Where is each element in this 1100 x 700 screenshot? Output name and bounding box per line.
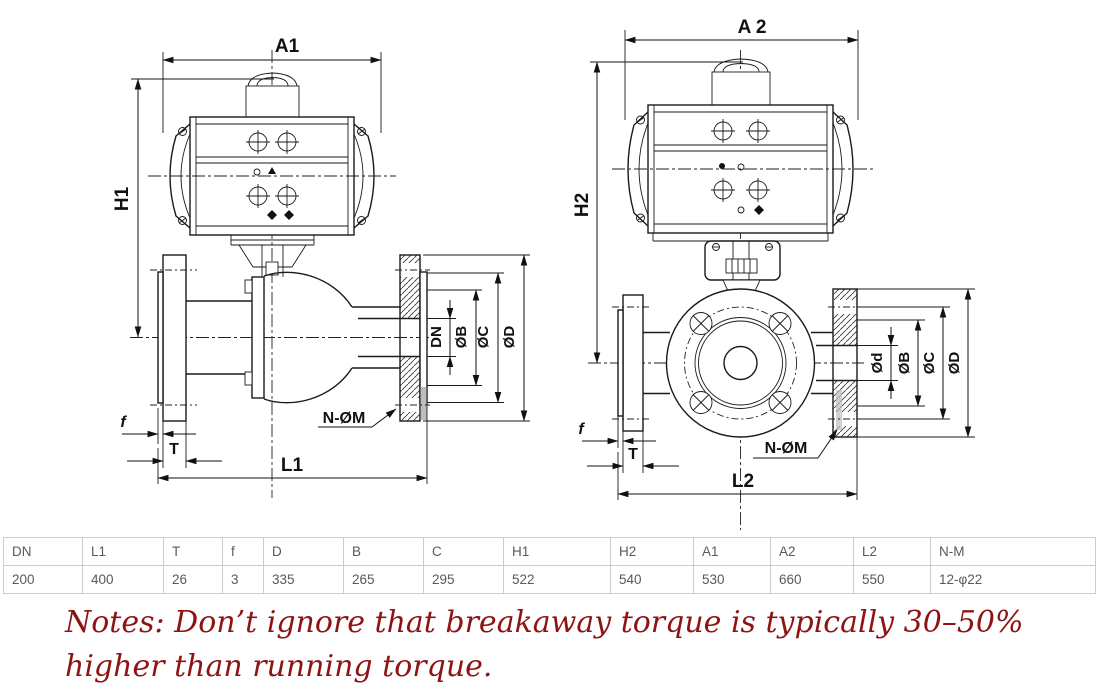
d-small-label: Ød <box>869 353 886 374</box>
table-header-row: DN L1 T f D B C H1 H2 A1 A2 L2 N-M <box>3 537 1096 566</box>
pinion-housing <box>245 85 300 118</box>
bolt-holes <box>689 312 792 414</box>
right-flange-section <box>828 288 862 438</box>
right-diameter-dims: Ød ØB ØC ØD <box>857 288 975 438</box>
header-cell: B <box>343 537 424 566</box>
flange-outer-circle <box>665 288 816 438</box>
header-cell: H1 <box>503 537 611 566</box>
dim-a1: A1 <box>162 36 382 133</box>
dn-label: DN <box>428 326 445 348</box>
left-bottom-dims: f T L1 <box>120 403 428 484</box>
right-bracket-stem <box>652 233 829 292</box>
bolt-circle <box>684 306 797 420</box>
value-cell: 550 <box>853 565 931 594</box>
dim-a2: A 2 <box>624 17 859 120</box>
right-bottom-dims: f T L2 <box>578 416 858 500</box>
header-cell: D <box>263 537 344 566</box>
b-dia-label: ØB <box>453 326 470 349</box>
h1-label: H1 <box>112 186 133 211</box>
c-dia-label: ØC <box>921 352 938 375</box>
right-flange-section <box>395 254 430 422</box>
notes-line: Notes: Don’t ignore that breakaway torqu… <box>65 605 1024 640</box>
f-label: f <box>120 414 127 431</box>
value-cell: 265 <box>343 565 424 594</box>
notes-line: higher than running torque. <box>65 649 493 684</box>
left-actuator <box>148 72 396 236</box>
valve-technical-drawing: A1 H1 <box>112 17 975 545</box>
t-label: T <box>628 446 638 463</box>
right-valve-body <box>612 288 862 438</box>
left-bolt-holes-callout: N-ØM <box>318 408 397 428</box>
d-dia-label: ØD <box>501 326 518 349</box>
left-flange <box>162 254 187 422</box>
header-cell: L1 <box>82 537 164 566</box>
value-cell: 660 <box>770 565 854 594</box>
dim-h1: H1 <box>112 78 274 338</box>
header-cell: f <box>222 537 264 566</box>
left-valve-body <box>150 254 430 422</box>
b-dia-label: ØB <box>896 352 913 375</box>
port-screws <box>711 119 770 202</box>
value-cell: 400 <box>82 565 164 594</box>
actuator-top-dome <box>247 72 298 87</box>
right-bolt-holes-callout: N-ØM <box>753 429 838 459</box>
c-dia-label: ØC <box>475 326 492 349</box>
value-cell: 522 <box>503 565 611 594</box>
l2-label: L2 <box>732 471 754 492</box>
a2-label: A 2 <box>738 17 767 38</box>
cap-screws <box>636 115 845 223</box>
header-cell: T <box>163 537 223 566</box>
h2-label: H2 <box>572 193 593 217</box>
notes: Notes: Don’t ignore that breakaway torqu… <box>65 601 1075 689</box>
body-top-contour <box>263 271 353 308</box>
stem-nut <box>725 258 758 274</box>
n-m-label: N-ØM <box>765 440 808 457</box>
left-bracket-stem <box>230 235 315 277</box>
left-flange-edge <box>622 294 644 432</box>
header-cell: A1 <box>693 537 771 566</box>
l1-label: L1 <box>281 455 304 476</box>
pinion-housing <box>711 71 771 106</box>
d-dia-label: ØD <box>946 352 963 375</box>
left-diameter-dims: DN ØB ØC ØD <box>423 254 530 422</box>
a1-label: A1 <box>275 36 300 57</box>
header-cell: L2 <box>853 537 931 566</box>
table-value-row: 200 400 26 3 335 265 295 522 540 530 660… <box>3 565 1096 594</box>
n-m-label: N-ØM <box>323 410 366 427</box>
cap-screws <box>178 127 366 225</box>
left-view: A1 H1 <box>112 36 530 498</box>
header-cell: H2 <box>610 537 694 566</box>
header-cell: A2 <box>770 537 854 566</box>
right-actuator <box>612 58 876 234</box>
header-cell: DN <box>3 537 83 566</box>
value-cell: 200 <box>3 565 83 594</box>
bore-circle <box>723 345 758 381</box>
t-label: T <box>169 441 179 458</box>
value-cell: 3 <box>222 565 264 594</box>
right-view: A 2 H2 <box>572 17 975 545</box>
dimension-table: DN L1 T f D B C H1 H2 A1 A2 L2 N-M 200 4… <box>3 537 1096 594</box>
pilot-mark <box>253 168 261 176</box>
port-screws <box>246 130 299 208</box>
dim-h2: H2 <box>572 61 743 364</box>
value-cell: 540 <box>610 565 694 594</box>
value-cell: 530 <box>693 565 771 594</box>
header-cell: N-M <box>930 537 1096 566</box>
header-cell: C <box>423 537 504 566</box>
value-cell: 295 <box>423 565 504 594</box>
left-flange-raised-face <box>157 271 164 404</box>
value-cell: 12-φ22 <box>930 565 1096 594</box>
f-label: f <box>578 421 585 438</box>
body-bottom-contour <box>263 367 353 404</box>
bonnet-flange <box>251 276 265 399</box>
value-cell: 335 <box>263 565 344 594</box>
value-cell: 26 <box>163 565 223 594</box>
